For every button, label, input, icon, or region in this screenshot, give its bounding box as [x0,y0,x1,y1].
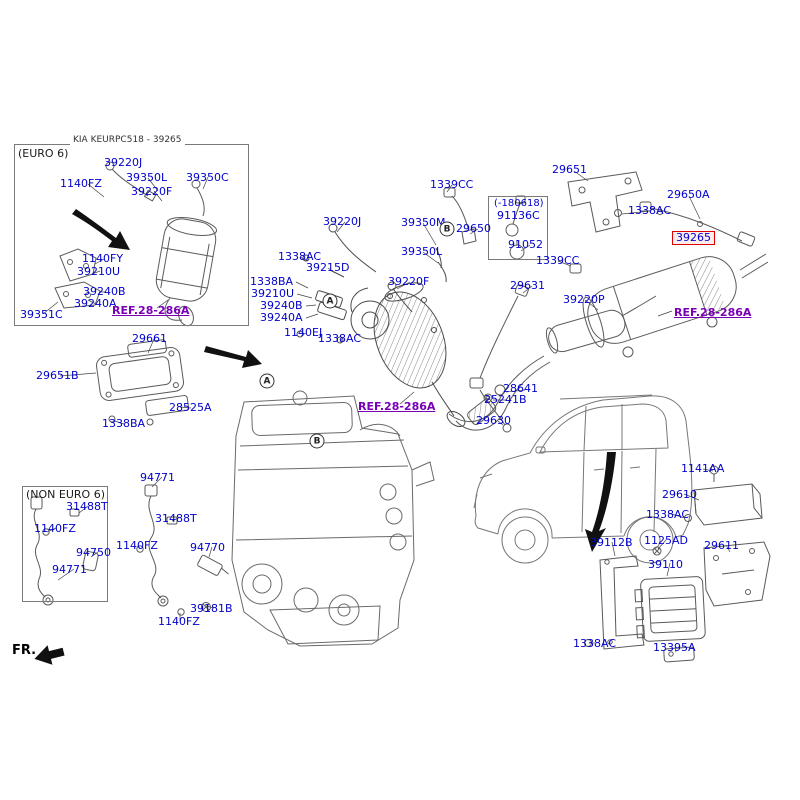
part-label-39220p: 39220P [563,293,605,306]
section-marker-b: B [309,433,325,449]
part-label-1141aa: 1141AA [681,462,725,475]
part-label-1339cc: 1339CC [430,178,474,191]
part-label-39210u: 39210U [251,287,295,300]
part-label-29611: 29611 [704,539,739,552]
part-label-94770: 94770 [190,541,225,554]
part-label-29650a: 29650A [667,188,710,201]
fr-direction-arrow [34,645,65,665]
part-label-1339cc: 1339CC [536,254,580,267]
ecu-brackets-drawing [584,465,771,663]
part-label-39110: 39110 [648,558,683,571]
part-label-28641: 28641 [503,382,538,395]
part-label-28525a: 28525A [169,401,212,414]
part-label-94771: 94771 [52,563,87,576]
cover-gasket-drawing [96,339,262,426]
highlighted-part-label-39265[interactable]: 39265 [672,231,715,245]
part-label-1338ac: 1338AC [573,637,617,650]
part-label-39240b: 39240B [260,299,303,312]
part-label-29651b: 29651B [36,369,79,382]
vehicle-drawing [473,394,693,564]
part-label-1140fz: 1140FZ [60,177,102,190]
part-label-29651: 29651 [552,163,587,176]
ref-link-ref-28-286a[interactable]: REF.28-286A [358,400,436,413]
exhaust-system-drawing [448,253,769,431]
part-label-39220j: 39220J [104,156,143,169]
part-label-1338ba: 1338BA [102,417,146,430]
part-label-91136c: 91136C [497,209,540,222]
part-label-1140ej: 1140EJ [284,326,323,339]
euro6-catalytic-converter-drawing [54,161,218,327]
part-label-13395a: 13395A [653,641,696,654]
part-label-39240a: 39240A [74,297,117,310]
part-label-1140fz: 1140FZ [158,615,200,628]
part-label-29610: 29610 [662,488,697,501]
part-label-31488t: 31488T [155,512,197,525]
part-label-29661: 29661 [132,332,167,345]
thick-arrow [72,209,130,250]
bracket-sensor-drawing [443,171,756,433]
sensor-variant-box [488,196,548,260]
part-label-1140fz: 1140FZ [34,522,76,535]
part-label-29631: 29631 [510,279,545,292]
fr-label-fr: FR. [12,643,37,658]
thick-arrow [204,346,262,368]
section-marker-a: A [259,373,275,389]
part-label-39210u: 39210U [77,265,121,278]
section-marker-b: B [439,221,455,237]
part-label-1125ad: 1125AD [644,534,688,547]
part-label-39240a: 39240A [260,311,303,324]
part-label-39220f: 39220F [388,275,430,288]
part-label-29650: 29650 [456,222,491,235]
part-label-94771: 94771 [140,471,175,484]
engine-drawing [231,390,435,647]
part-label-25241b: 25241B [484,393,527,406]
group-label-non-euro-6: (NON EURO 6) [26,488,105,501]
catalog-header-kia-keurpc518-39265: KIA KEURPC518 - 39265 [70,134,185,146]
part-label-39220j: 39220J [323,215,362,228]
part-label-39112b: 39112B [590,536,633,549]
part-label-39240b: 39240B [83,285,126,298]
date-range-note-180618: (-180618) [494,198,544,209]
part-label-31488t: 31488T [66,500,108,513]
non-euro6-group-box [22,486,108,602]
part-label-39350l: 39350L [126,171,168,184]
group-label-euro-6: (EURO 6) [18,147,69,160]
section-marker-a: A [322,293,338,309]
part-label-1338ac: 1338AC [318,332,362,345]
thick-arrow [585,452,616,552]
part-label-39220f: 39220F [131,185,173,198]
part-label-39351c: 39351C [20,308,63,321]
part-label-29630: 29630 [476,414,511,427]
part-label-39350m: 39350M [401,216,446,229]
part-label-91052: 91052 [508,238,543,251]
part-label-1338ac: 1338AC [628,204,672,217]
turbo-catalyst-drawing [296,223,466,428]
sensor-harness-drawing [30,484,229,616]
part-label-94750: 94750 [76,546,111,559]
ref-link-ref-28-286a[interactable]: REF.28-286A [674,306,752,319]
ref-link-ref-28-286a[interactable]: REF.28-286A [112,304,190,317]
part-label-1140fz: 1140FZ [116,539,158,552]
part-label-1338ac: 1338AC [646,508,690,521]
part-label-39350c: 39350C [186,171,229,184]
part-label-1338ac: 1338AC [278,250,322,263]
part-label-1140fy: 1140FY [82,252,124,265]
part-label-39350l: 39350L [401,245,443,258]
part-label-1338ba: 1338BA [250,275,294,288]
part-label-39215d: 39215D [306,261,350,274]
part-label-39181b: 39181B [190,602,233,615]
leader-lines [42,170,731,653]
